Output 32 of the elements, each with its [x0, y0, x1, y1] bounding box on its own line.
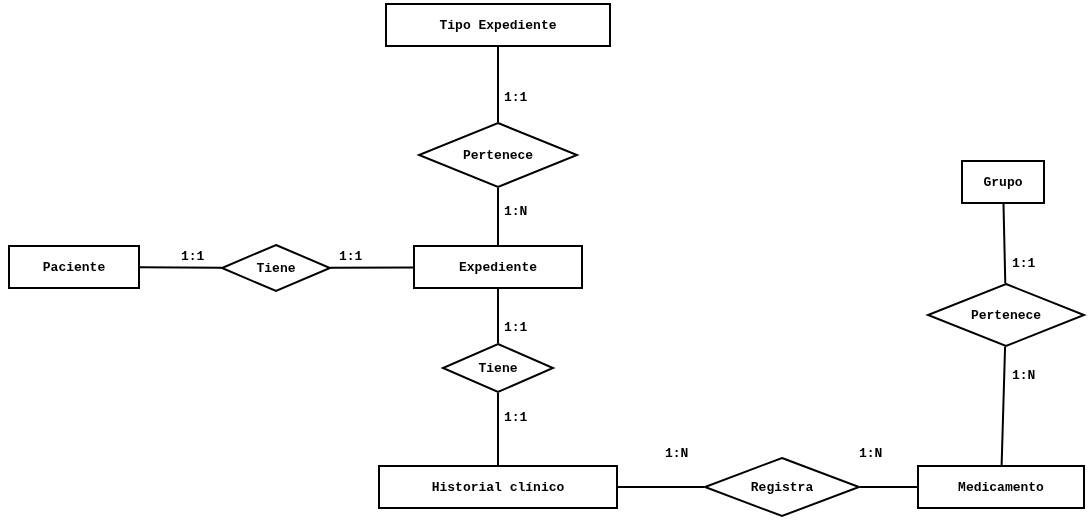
- relationship-diamond: [704, 457, 860, 517]
- connector-line: [617, 486, 705, 488]
- entity-box: [8, 245, 140, 289]
- connector-line: [497, 288, 499, 344]
- entity-box: [385, 3, 611, 47]
- connector-line: [139, 266, 223, 269]
- connector-line: [1000, 345, 1007, 466]
- relationship-diamond: [418, 122, 578, 188]
- connector-line: [497, 392, 499, 466]
- relationship-name: Pertenece: [970, 307, 1042, 323]
- relationship-name: Tiene: [478, 360, 518, 376]
- entity-box: [961, 160, 1045, 204]
- connector-line: [497, 187, 499, 246]
- entity-box: [917, 465, 1085, 509]
- connector-line: [859, 486, 918, 488]
- connector-line: [329, 266, 414, 269]
- relationship-name: Pertenece: [462, 147, 534, 163]
- entity-name: Tipo Expediente: [439, 17, 557, 33]
- relationship-diamond: [221, 244, 331, 292]
- entity-box: [413, 245, 583, 289]
- entity-name: Historial clínico: [431, 479, 565, 495]
- connector-line: [1002, 203, 1007, 285]
- relationship-diamond: [927, 283, 1085, 347]
- entity-name: Medicamento: [958, 479, 1044, 495]
- entity-name: Paciente: [42, 259, 106, 275]
- relationship-name: Registra: [750, 479, 814, 495]
- entity-box: [378, 465, 618, 509]
- relationship-diamond: [442, 343, 554, 393]
- entity-name: Expediente: [459, 259, 537, 275]
- entity-name: Grupo: [983, 174, 1023, 190]
- relationship-name: Tiene: [256, 260, 296, 276]
- connector-line: [497, 46, 499, 123]
